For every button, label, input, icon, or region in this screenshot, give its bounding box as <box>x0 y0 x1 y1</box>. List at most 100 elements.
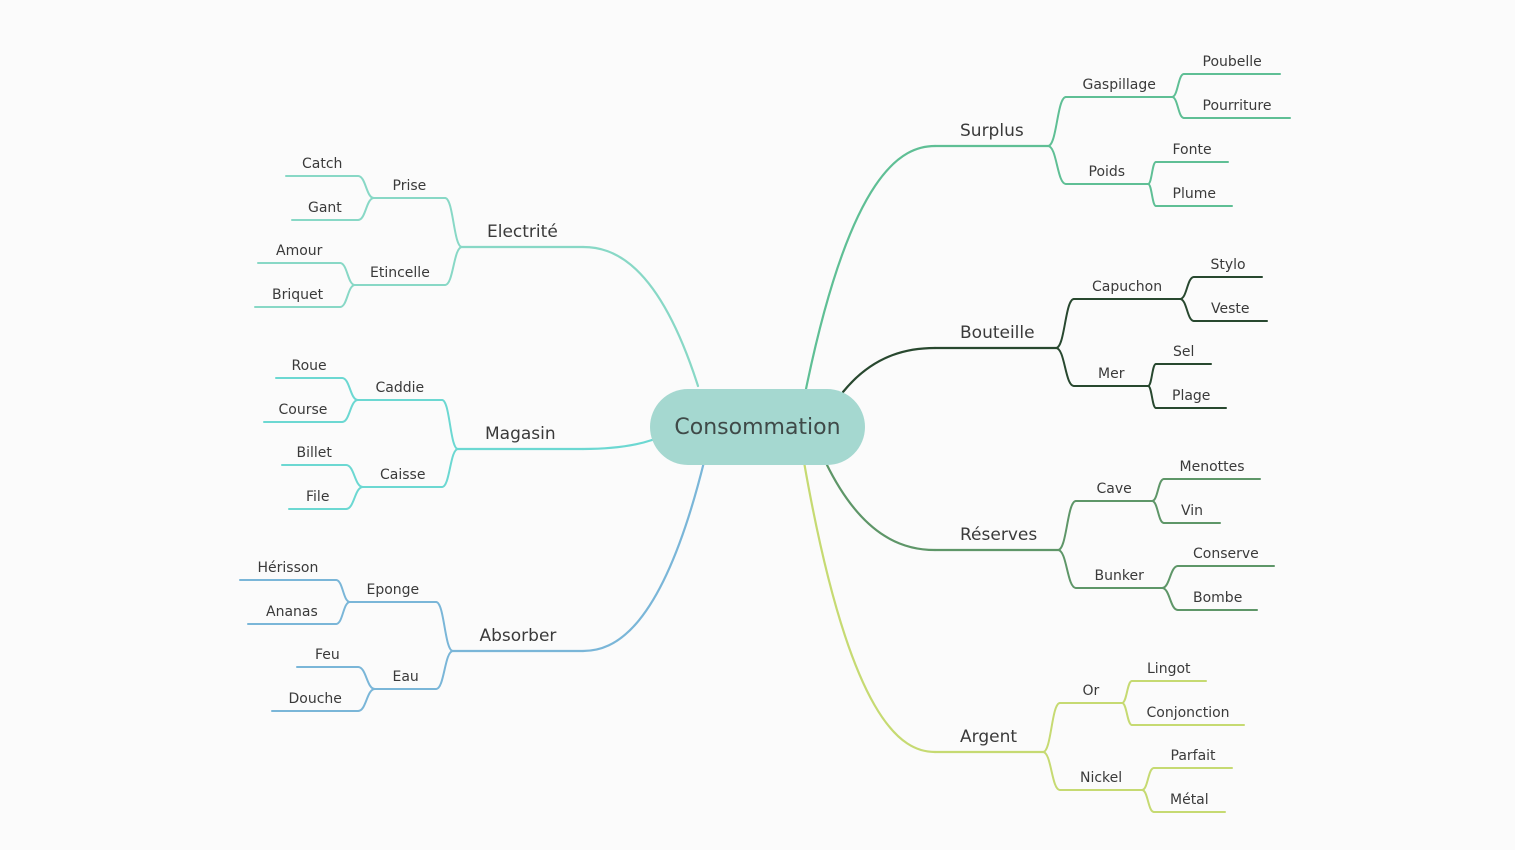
leaf-connector <box>1151 500 1165 524</box>
subtopic-connector <box>1057 549 1077 589</box>
leaf-connector <box>357 688 376 712</box>
leaf-connector <box>357 197 375 221</box>
branch-connector <box>581 460 706 653</box>
leaf-connector <box>1151 478 1165 502</box>
leaf-douche[interactable]: Douche <box>288 691 342 707</box>
topic-electrite[interactable]: Electrité <box>487 222 558 242</box>
leaf-ananas[interactable]: Ananas <box>266 604 318 620</box>
leaf-connector <box>1147 385 1157 409</box>
leaf-connector <box>1141 767 1155 791</box>
leaf-conserve[interactable]: Conserve <box>1193 546 1259 562</box>
leaf-connector <box>1179 298 1195 322</box>
subtopic-capuchon[interactable]: Capuchon <box>1092 279 1163 295</box>
leaf-stylo[interactable]: Stylo <box>1210 257 1246 273</box>
branch-connector <box>581 245 700 388</box>
leaf-bombe[interactable]: Bombe <box>1193 590 1243 606</box>
subtopic-eponge[interactable]: Eponge <box>366 582 420 598</box>
topic-reserves[interactable]: Réserves <box>960 525 1038 545</box>
leaf-poubelle[interactable]: Poubelle <box>1202 54 1262 70</box>
subtopic-connector <box>441 448 459 488</box>
topic-surplus[interactable]: Surplus <box>960 121 1024 141</box>
subtopic-connector <box>1057 500 1077 551</box>
leaf-connector <box>335 601 351 625</box>
leaf-connector <box>1171 73 1185 98</box>
leaf-connector <box>339 284 356 308</box>
leaf-connector <box>341 399 359 423</box>
subtopic-connector <box>435 601 454 652</box>
subtopic-caddie[interactable]: Caddie <box>375 380 425 396</box>
branch-connector <box>841 346 937 394</box>
leaf-connector <box>357 175 375 199</box>
leaf-connector <box>1147 183 1157 207</box>
leaf-connector <box>1161 565 1179 589</box>
leaf-connector <box>1179 276 1195 300</box>
leaf-feu[interactable]: Feu <box>315 647 340 663</box>
leaf-connector <box>1121 702 1133 726</box>
subtopic-poids[interactable]: Poids <box>1088 164 1126 180</box>
central-topic-label: Consommation <box>674 414 841 440</box>
leaf-connector <box>1161 587 1179 611</box>
leaf-plage[interactable]: Plage <box>1172 388 1211 404</box>
subtopic-connector <box>444 197 463 248</box>
leaf-fonte[interactable]: Fonte <box>1172 142 1212 158</box>
leaf-connector <box>341 377 359 401</box>
leaf-connector <box>1121 680 1133 704</box>
leaf-roue[interactable]: Roue <box>291 358 327 374</box>
leaf-catch[interactable]: Catch <box>302 156 343 172</box>
leaf-plume[interactable]: Plume <box>1172 186 1216 202</box>
subtopic-connector <box>441 399 459 450</box>
branch-connector <box>581 438 654 451</box>
subtopic-connector <box>1042 702 1061 753</box>
topic-bouteille[interactable]: Bouteille <box>960 323 1035 343</box>
leaf-connector <box>339 262 356 286</box>
leaf-briquet[interactable]: Briquet <box>272 287 324 303</box>
central-topic[interactable]: Consommation <box>650 389 865 465</box>
branch-connector <box>804 144 937 391</box>
topic-argent[interactable]: Argent <box>960 727 1018 747</box>
leaf-menottes[interactable]: Menottes <box>1179 459 1245 475</box>
leaf-pourriture[interactable]: Pourriture <box>1202 98 1272 114</box>
leaf-connector <box>1141 789 1155 813</box>
subtopic-connector <box>435 650 454 690</box>
branch-connector <box>802 460 937 754</box>
subtopic-prise[interactable]: Prise <box>392 178 427 194</box>
leaf-parfait[interactable]: Parfait <box>1170 748 1216 764</box>
leaf-amour[interactable]: Amour <box>276 243 323 259</box>
leaf-course[interactable]: Course <box>278 402 328 418</box>
subtopic-caisse[interactable]: Caisse <box>380 467 426 483</box>
subtopic-eau[interactable]: Eau <box>392 669 419 685</box>
topic-absorber[interactable]: Absorber <box>479 626 557 646</box>
leaf-veste[interactable]: Veste <box>1211 301 1250 317</box>
subtopic-mer[interactable]: Mer <box>1098 366 1125 382</box>
leaf-connector <box>1147 363 1157 387</box>
subtopic-connector <box>1047 96 1067 147</box>
subtopic-connector <box>1055 347 1075 387</box>
leaf-sel[interactable]: Sel <box>1173 344 1195 360</box>
leaf-metal[interactable]: Métal <box>1170 792 1209 808</box>
leaf-connector <box>345 464 364 488</box>
leaf-connector <box>1171 96 1185 119</box>
leaf-conjonction[interactable]: Conjonction <box>1146 705 1230 721</box>
leaf-connector <box>345 486 364 510</box>
subtopic-etincelle[interactable]: Etincelle <box>370 265 430 281</box>
leaf-file[interactable]: File <box>306 489 330 505</box>
leaf-connector <box>357 666 376 690</box>
subtopic-bunker[interactable]: Bunker <box>1094 568 1144 584</box>
leaf-lingot[interactable]: Lingot <box>1147 661 1191 677</box>
subtopic-gaspillage[interactable]: Gaspillage <box>1082 77 1156 93</box>
subtopic-nickel[interactable]: Nickel <box>1080 770 1123 786</box>
leaf-billet[interactable]: Billet <box>296 445 332 461</box>
leaf-vin[interactable]: Vin <box>1181 503 1204 519</box>
leaf-connector <box>1147 161 1157 185</box>
branch-connector <box>824 461 937 552</box>
topic-magasin[interactable]: Magasin <box>485 424 556 444</box>
subtopic-connector <box>1047 145 1067 185</box>
subtopic-connector <box>444 246 463 286</box>
subtopic-cave[interactable]: Cave <box>1096 481 1132 497</box>
subtopic-connector <box>1042 751 1061 791</box>
subtopic-or[interactable]: Or <box>1082 683 1100 699</box>
leaf-gant[interactable]: Gant <box>308 200 342 216</box>
leaf-herisson[interactable]: Hérisson <box>257 560 319 576</box>
